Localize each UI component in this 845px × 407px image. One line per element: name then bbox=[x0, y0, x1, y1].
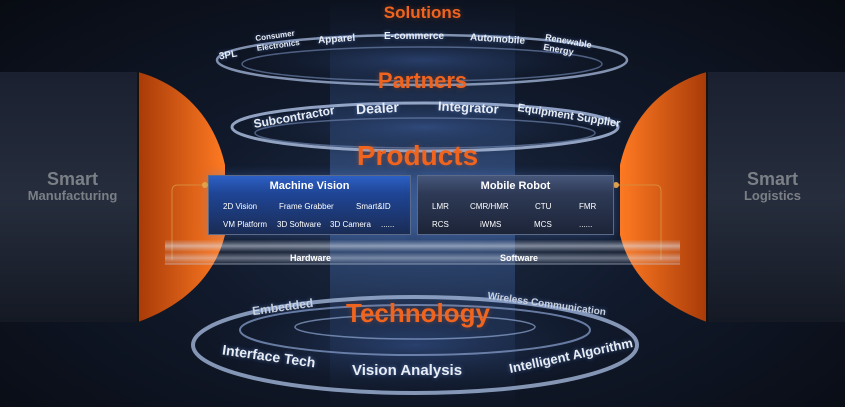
mv-item-more: ...... bbox=[381, 220, 395, 229]
smart-manufacturing-label: Smart Manufacturing bbox=[0, 170, 145, 203]
products-title: Products bbox=[356, 140, 479, 171]
mv-item-smart-id: Smart&ID bbox=[356, 202, 391, 211]
solution-item-ecommerce: E-commerce bbox=[384, 31, 445, 42]
solutions-title: Solutions bbox=[383, 3, 462, 22]
mr-item-more: ...... bbox=[579, 220, 593, 229]
side-right-line1: Smart bbox=[746, 169, 799, 189]
mv-item-2d-vision: 2D Vision bbox=[223, 202, 258, 211]
hardware-label: Hardware bbox=[290, 253, 332, 263]
partner-item-integrator: Integrator bbox=[437, 98, 500, 117]
partner-item-dealer: Dealer bbox=[355, 98, 400, 118]
side-right-line2: Logistics bbox=[743, 187, 802, 203]
software-label: Software bbox=[500, 253, 539, 263]
mr-item-cmr-hmr: CMR/HMR bbox=[470, 202, 509, 211]
mr-item-mcs: MCS bbox=[534, 220, 552, 229]
side-left-line1: Smart bbox=[46, 169, 99, 189]
smart-logistics-label: Smart Logistics bbox=[700, 170, 845, 203]
machine-vision-title: Machine Vision bbox=[269, 180, 350, 192]
side-left-line2: Manufacturing bbox=[27, 187, 118, 203]
mv-item-vm-platform: VM Platform bbox=[223, 220, 268, 229]
mr-item-fmr: FMR bbox=[579, 202, 597, 211]
mr-item-lmr: LMR bbox=[432, 202, 449, 211]
partners-title: Partners bbox=[377, 68, 468, 93]
technology-title: Technology bbox=[346, 298, 490, 328]
mr-item-ctu: CTU bbox=[535, 202, 552, 211]
mobile-robot-title: Mobile Robot bbox=[480, 180, 551, 192]
mr-item-rcs: RCS bbox=[432, 220, 449, 229]
mr-item-iwms: iWMS bbox=[480, 220, 502, 229]
mobile-robot-card: Mobile Robot LMR CMR/HMR CTU FMR RCS iWM… bbox=[417, 175, 614, 235]
mv-item-3d-software: 3D Software bbox=[277, 220, 322, 229]
mv-item-frame-grabber: Frame Grabber bbox=[279, 202, 334, 211]
technology-item-vision-analysis: Vision Analysis bbox=[352, 362, 463, 379]
mv-item-3d-camera: 3D Camera bbox=[330, 220, 371, 229]
machine-vision-card: Machine Vision 2D Vision Frame Grabber S… bbox=[208, 175, 411, 235]
